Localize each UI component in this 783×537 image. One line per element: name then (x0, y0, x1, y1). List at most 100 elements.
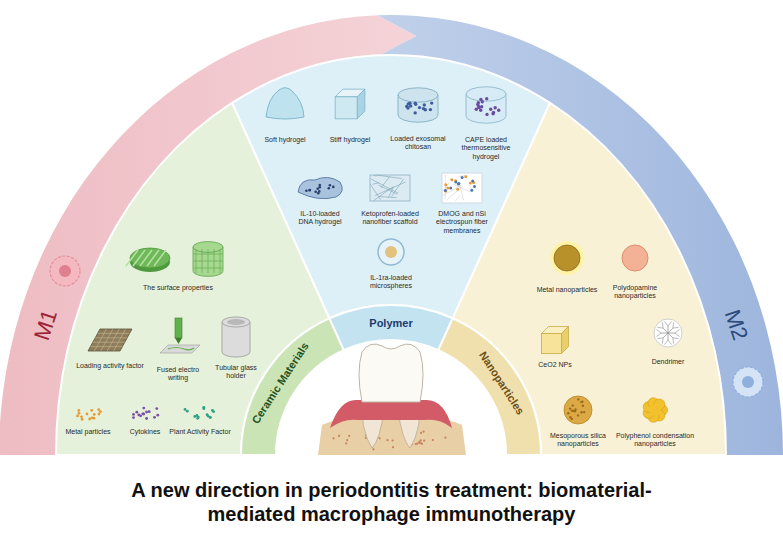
dendrimer-branch (657, 330, 662, 334)
dendrimer-branch (668, 333, 669, 340)
particle-dot (572, 404, 574, 406)
printed-fiber (168, 348, 194, 350)
scaffold-frame (370, 175, 410, 201)
particle-dot (461, 176, 464, 179)
cytokines-icon (132, 407, 159, 420)
particle-dot (420, 442, 422, 444)
particle-dot (88, 418, 91, 421)
particle-dot (156, 414, 159, 417)
ceo2-icon (542, 327, 569, 354)
particle-core (622, 245, 648, 271)
particle-dot (193, 415, 196, 418)
print-bed (160, 345, 200, 353)
particle-dot (423, 103, 426, 106)
cylinder-top (398, 88, 438, 102)
particle-dot (429, 108, 432, 111)
particle-dot (418, 106, 421, 109)
nanofiber-scaffold-icon (370, 175, 410, 201)
particle-dot (423, 431, 425, 433)
item-label: IL-1ra-loaded microspheres (361, 274, 421, 291)
particle-dot (93, 413, 96, 416)
particle-dot (308, 189, 311, 192)
inflamed-gum (330, 400, 452, 428)
dendrimer-branch (673, 337, 679, 339)
dna-hydrogel-icon (298, 177, 342, 198)
particle-dot (184, 408, 187, 411)
fiber-line (456, 195, 461, 201)
polyphenol-icon (643, 398, 667, 423)
dendrimer-branch (672, 322, 674, 328)
mesoporous-silica-icon (564, 396, 592, 424)
dendrimer-branch (665, 340, 669, 345)
figure-title: A new direction in periodontitis treatme… (121, 478, 662, 526)
particle-dot (454, 180, 457, 183)
item-label: CAPE loaded thermosensitive hydrogel (457, 136, 515, 161)
particle-core (554, 245, 580, 271)
particle-dot (139, 414, 142, 417)
particle-dot (414, 111, 417, 114)
cell-body (733, 367, 763, 397)
tube-opening (227, 319, 245, 325)
dendrimer-branch (675, 333, 680, 337)
particle-dot (145, 417, 148, 420)
plant-factor-icon (184, 406, 215, 420)
particle-dot (473, 185, 476, 188)
cell-nucleus (742, 376, 754, 388)
fiber-line (379, 197, 396, 198)
tooth-illustration (276, 340, 506, 455)
item-label: Dendrimer (643, 358, 693, 366)
item-label: Metal particles (60, 428, 116, 436)
item-label: Stiff hydrogel (325, 136, 375, 144)
particle-dot (492, 111, 495, 114)
particle-dot (469, 181, 472, 184)
dendrimer-branch (675, 330, 680, 334)
microsphere-shell (378, 239, 404, 265)
particle-dot (332, 186, 335, 189)
particle-dot (450, 178, 453, 181)
electrospun-membrane-icon (442, 173, 482, 203)
dendrimer-branch (668, 326, 669, 333)
dendrimer-branch (662, 322, 664, 328)
grid-line (93, 342, 125, 343)
particle-glow (550, 241, 584, 275)
particle-dot (416, 443, 418, 445)
particle-core (564, 396, 592, 424)
metal-particles-icon (76, 408, 102, 420)
particle-dot (141, 412, 144, 415)
fiber-line (443, 182, 449, 191)
particle-dot (319, 184, 322, 187)
particle-dot (449, 186, 452, 189)
tooth-crown (359, 344, 423, 402)
particle-dot (348, 435, 350, 437)
particle-dot (580, 401, 582, 403)
dendrimer-outline (654, 319, 682, 347)
particle-dot (186, 410, 189, 413)
particle-dot (464, 175, 467, 178)
dendrimer-icon (654, 319, 682, 347)
surface-stripe (133, 250, 145, 266)
item-label: Soft hydrogel (260, 136, 310, 144)
dendrimer-branch (668, 333, 673, 338)
particle-dot (477, 101, 480, 104)
item-label: Mesoporous silica nanoparticles (546, 432, 610, 449)
particle-dot (583, 411, 585, 413)
grid-line (107, 329, 119, 351)
particle-dot (424, 108, 427, 111)
nozzle-tip (175, 338, 182, 344)
particle-dot (142, 413, 145, 416)
particle-dot (577, 414, 579, 416)
particle-dot (317, 192, 320, 195)
particle-dot (97, 408, 100, 411)
fused-electro-writing-icon (160, 318, 200, 353)
dendrimer-branch (668, 328, 673, 333)
cube-side (357, 89, 365, 119)
particle-dot (414, 103, 417, 106)
dendrimer-branch (668, 333, 675, 334)
particle-dot (81, 418, 84, 421)
surface-stripe (126, 250, 138, 266)
particle-dot (456, 188, 459, 191)
thermosensitive-hydrogel-icon (466, 87, 506, 123)
particle-dot (90, 409, 93, 412)
stiff-hydrogel-icon (335, 89, 365, 119)
